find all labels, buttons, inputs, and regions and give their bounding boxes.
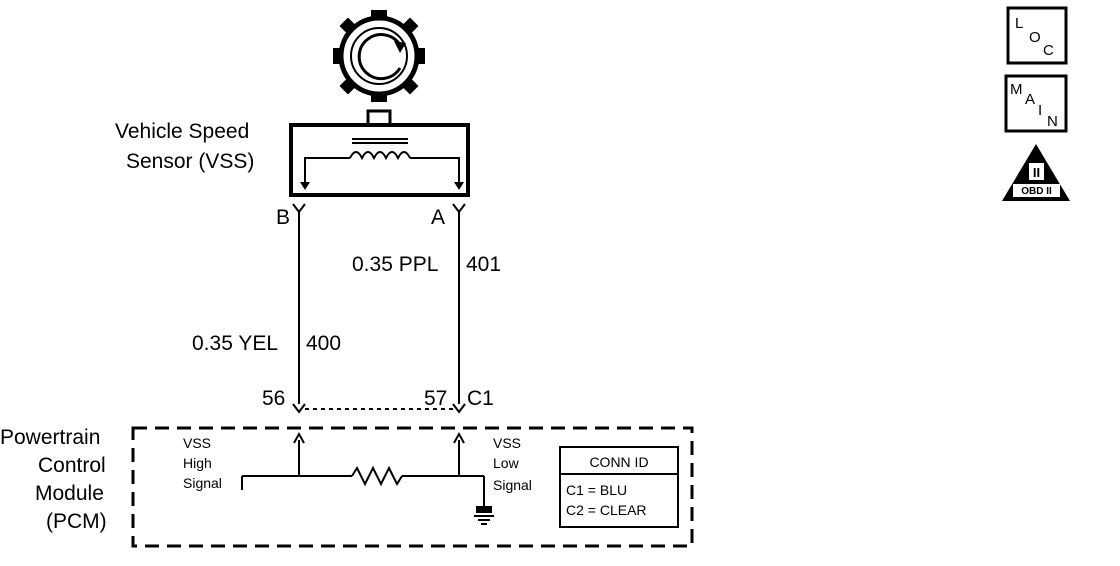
pcm-label-line2: Control: [38, 454, 106, 477]
tone-wheel-icon: [333, 10, 425, 102]
loc-letter-l: L: [1015, 15, 1023, 32]
conn-id-row1: C1 = BLU: [566, 482, 627, 498]
vss-high-line1: VSS: [183, 435, 211, 451]
vss-low-line2: Low: [493, 455, 520, 471]
obd-ii-button[interactable]: II OBD II: [1002, 144, 1070, 201]
sensor-label-line1: Vehicle Speed: [115, 120, 249, 143]
resistor-icon: [351, 465, 403, 487]
wire-b-circuit: 400: [306, 332, 341, 355]
sensor-label-line2: Sensor (VSS): [126, 150, 254, 173]
pcm-input-circuit: [241, 431, 485, 506]
vss-high-line3: Signal: [183, 475, 222, 491]
vss-sensor-icon: [289, 109, 470, 197]
pcm-label-line3: Module: [35, 482, 104, 505]
conn-id-row2: C2 = CLEAR: [566, 502, 647, 518]
pcm-module-box: [131, 426, 694, 548]
conn-id-table: CONN ID C1 = BLU C2 = CLEAR: [559, 446, 679, 528]
terminal-icon: [452, 403, 466, 414]
pcm-connector-c1: C1: [467, 387, 494, 410]
main-letter-i: I: [1038, 102, 1042, 119]
main-letter-a: A: [1025, 91, 1035, 108]
sensor-pin-b: B: [276, 206, 290, 229]
vss-low-line1: VSS: [493, 435, 521, 451]
terminal-icon: [292, 203, 306, 214]
main-letter-n: N: [1047, 113, 1058, 130]
loc-letter-o: O: [1029, 29, 1041, 46]
pcm-label-line4: (PCM): [46, 510, 107, 533]
loc-button[interactable]: L O C: [1006, 6, 1068, 65]
terminal-icon: [292, 403, 306, 414]
pcm-pin-56: 56: [262, 387, 285, 410]
main-letter-m: M: [1010, 81, 1023, 98]
wire-a-spec: 0.35 PPL: [352, 253, 438, 276]
wire-a-circuit: 401: [466, 253, 501, 276]
pcm-label-line1: Powertrain: [0, 426, 100, 449]
sensor-pin-a: A: [431, 206, 445, 229]
conn-id-title: CONN ID: [589, 454, 648, 470]
wire-b-spec: 0.35 YEL: [192, 332, 278, 355]
vss-high-line2: High: [183, 455, 212, 471]
ground-icon: [474, 506, 494, 525]
vss-low-line3: Signal: [493, 477, 532, 493]
loc-letter-c: C: [1043, 42, 1054, 59]
terminal-icon: [452, 203, 466, 214]
main-button[interactable]: M A I N: [1004, 74, 1068, 133]
obd-label: OBD II: [1021, 186, 1052, 197]
obd-numeral: II: [1033, 165, 1040, 180]
pcm-pin-57: 57: [424, 387, 447, 410]
